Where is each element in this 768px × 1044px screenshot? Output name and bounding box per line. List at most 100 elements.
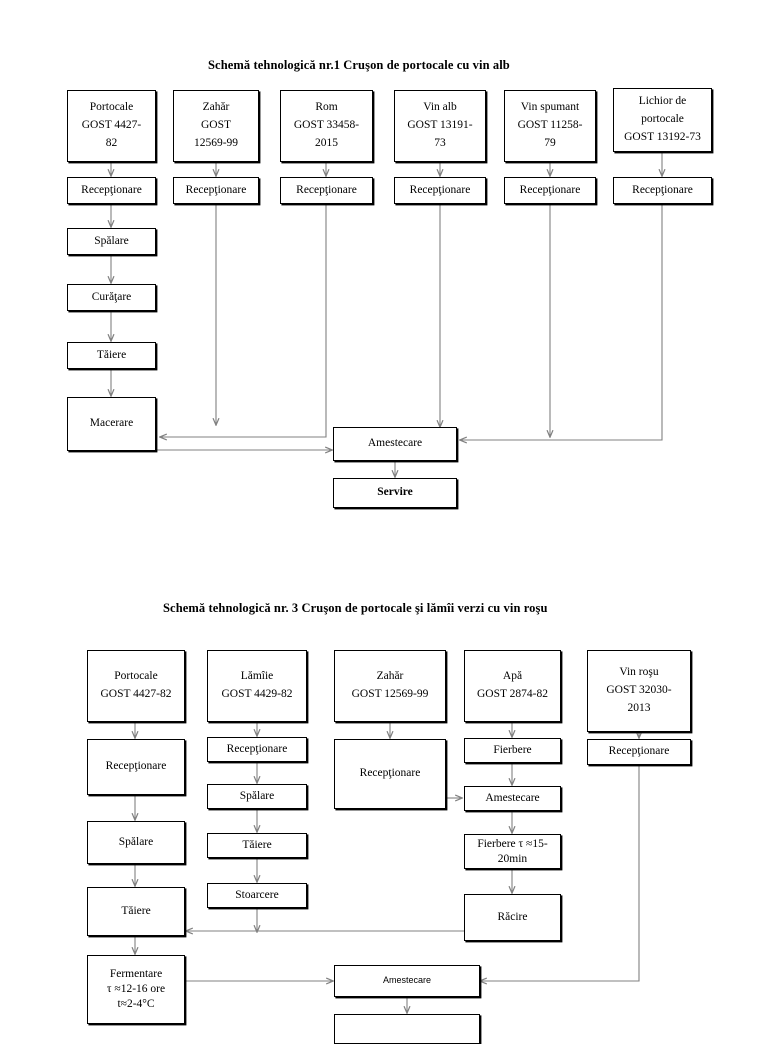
ingredient-name: Rom <box>315 101 338 114</box>
step-label-line2: 20min <box>497 852 528 865</box>
ingredient-name: Zahăr <box>202 101 230 114</box>
step-label: Răcire <box>497 910 528 923</box>
ingredient-standard-line2: 12569-99 <box>193 136 239 149</box>
ingredient-standard-line1: GOST 4429-82 <box>221 688 293 700</box>
ferment-time: τ ≈12-16 ore <box>106 983 166 996</box>
step-label: Recepţionare <box>105 760 167 773</box>
step-spalare-lamiie: Spălare <box>207 784 307 809</box>
step-label: Tăiere <box>242 838 272 851</box>
step-receptionare-rom: Recepţionare <box>280 177 373 204</box>
ingredient-box-portocale-d2: Portocale GOST 4427-82 <box>87 650 185 722</box>
step-racire: Răcire <box>464 894 561 941</box>
step-amestecare-final: Amestecare <box>334 965 480 997</box>
step-label: Recepţionare <box>359 767 421 780</box>
step-label: Tăiere <box>121 904 151 917</box>
ingredient-standard-line1: GOST 11258- <box>517 119 583 132</box>
step-label: Recepţionare <box>519 183 581 196</box>
ingredient-standard-line1: GOST 4427-82 <box>100 688 172 700</box>
ingredient-standard-line2: GOST 13192-73 <box>624 130 701 143</box>
ingredient-name: Zahăr <box>376 670 404 683</box>
step-label: Fermentare <box>109 968 163 981</box>
step-label: Spălare <box>94 234 129 247</box>
step-receptionare-vin-alb: Recepţionare <box>394 177 486 204</box>
step-label: Amestecare <box>485 791 540 804</box>
step-receptionare-vin-rosu: Recepţionare <box>587 739 691 765</box>
ingredient-standard-line1: portocale <box>641 113 684 126</box>
ingredient-name: Portocale <box>89 101 134 114</box>
step-fierbere-sirop: Fierbere τ ≈15- 20min <box>464 834 561 869</box>
diagram2-title: Schemă tehnologică nr. 3 Cruşon de porto… <box>163 601 548 615</box>
ingredient-standard-line2: 2015 <box>315 136 338 149</box>
ingredient-box-portocale: Portocale GOST 4427- 82 <box>67 90 156 162</box>
ingredient-standard-line1: GOST 33458- <box>293 119 360 132</box>
step-fierbere-apa: Fierbere <box>464 738 561 763</box>
ingredient-box-vin-rosu: Vin roşu GOST 32030- 2013 <box>587 650 691 732</box>
ingredient-standard-line2: 82 <box>105 136 118 149</box>
diagram1-title: Schemă tehnologică nr.1 Cruşon de portoc… <box>208 58 510 72</box>
step-taiere-portocale-d2: Tăiere <box>87 887 185 936</box>
step-label-line1: Fierbere τ ≈15- <box>477 837 548 850</box>
ingredient-standard-line1: GOST 12569-99 <box>351 688 429 700</box>
ingredient-standard-line1: GOST 32030- <box>606 684 672 697</box>
step-taiere: Tăiere <box>67 342 156 369</box>
ingredient-standard-line2: 73 <box>434 136 446 149</box>
ingredient-standard-line2: 79 <box>544 136 556 149</box>
ingredient-name: Lămîie <box>240 670 274 683</box>
ingredient-box-lamiie: Lămîie GOST 4429-82 <box>207 650 307 722</box>
ingredient-box-vin-spumant: Vin spumant GOST 11258- 79 <box>504 90 596 162</box>
step-receptionare-zahar-d2: Recepţionare <box>334 739 446 809</box>
step-spalare: Spălare <box>67 228 156 255</box>
ferment-temp: t≈2-4°C <box>117 997 155 1010</box>
step-label: Amestecare <box>382 975 432 986</box>
step-amestecare-d1: Amestecare <box>333 427 457 461</box>
step-label: Recepţionare <box>409 183 471 196</box>
step-taiere-lamiie: Tăiere <box>207 833 307 858</box>
step-fermentare: Fermentare τ ≈12-16 ore t≈2-4°C <box>87 955 185 1024</box>
step-label: Recepţionare <box>81 183 142 196</box>
ingredient-standard-line1: GOST 13191- <box>407 119 473 132</box>
ingredient-name: Vin spumant <box>520 101 580 114</box>
step-label: Amestecare <box>367 437 423 450</box>
step-label: Spălare <box>239 789 275 802</box>
step-receptionare-vin-spumant: Recepţionare <box>504 177 596 204</box>
step-label: Recepţionare <box>632 183 693 196</box>
step-curatare: Curăţare <box>67 284 156 311</box>
ingredient-box-zahar: Zahăr GOST 12569-99 <box>173 90 259 162</box>
step-label: Macerare <box>89 417 134 430</box>
step-servire: Servire <box>333 478 457 508</box>
step-receptionare-lamiie: Recepţionare <box>207 737 307 762</box>
ingredient-name: Apă <box>502 670 523 683</box>
step-receptionare-lichior: Recepţionare <box>613 177 712 204</box>
step-label: Recepţionare <box>608 745 670 758</box>
ingredient-box-lichior-de-portocale: Lichior de portocale GOST 13192-73 <box>613 88 712 152</box>
step-label: Curăţare <box>91 290 132 303</box>
step-macerare: Macerare <box>67 397 156 451</box>
ingredient-name: Vin alb <box>423 101 457 114</box>
step-label: Tăiere <box>96 348 127 361</box>
step-label: Fierbere <box>493 743 532 756</box>
ingredient-standard-line2: 2013 <box>627 701 651 714</box>
step-label: Servire <box>377 486 413 499</box>
step-final-bottom-cutoff <box>334 1014 480 1044</box>
ingredient-standard-line1: GOST 2874-82 <box>476 688 549 700</box>
ingredient-box-zahar-d2: Zahăr GOST 12569-99 <box>334 650 446 722</box>
ingredient-standard-line1: GOST 4427- <box>81 119 142 132</box>
step-label: Recepţionare <box>226 742 288 755</box>
step-receptionare-portocale-d2: Recepţionare <box>87 739 185 795</box>
step-amestecare-sirop: Amestecare <box>464 786 561 811</box>
step-stoarcere-lamiie: Stoarcere <box>207 883 307 908</box>
ingredient-standard-line1: GOST <box>200 119 232 132</box>
step-label: Spălare <box>118 835 154 848</box>
ingredient-box-rom: Rom GOST 33458- 2015 <box>280 90 373 162</box>
ingredient-name: Lichior de <box>638 95 687 108</box>
ingredient-box-apa: Apă GOST 2874-82 <box>464 650 561 722</box>
step-label: Recepţionare <box>296 183 357 196</box>
ingredient-name: Vin roşu <box>619 666 659 679</box>
step-receptionare-portocale: Recepţionare <box>67 177 156 204</box>
ingredient-name: Portocale <box>114 670 158 683</box>
ingredient-box-vin-alb: Vin alb GOST 13191- 73 <box>394 90 486 162</box>
step-label: Recepţionare <box>185 183 247 196</box>
step-spalare-portocale-d2: Spălare <box>87 821 185 864</box>
